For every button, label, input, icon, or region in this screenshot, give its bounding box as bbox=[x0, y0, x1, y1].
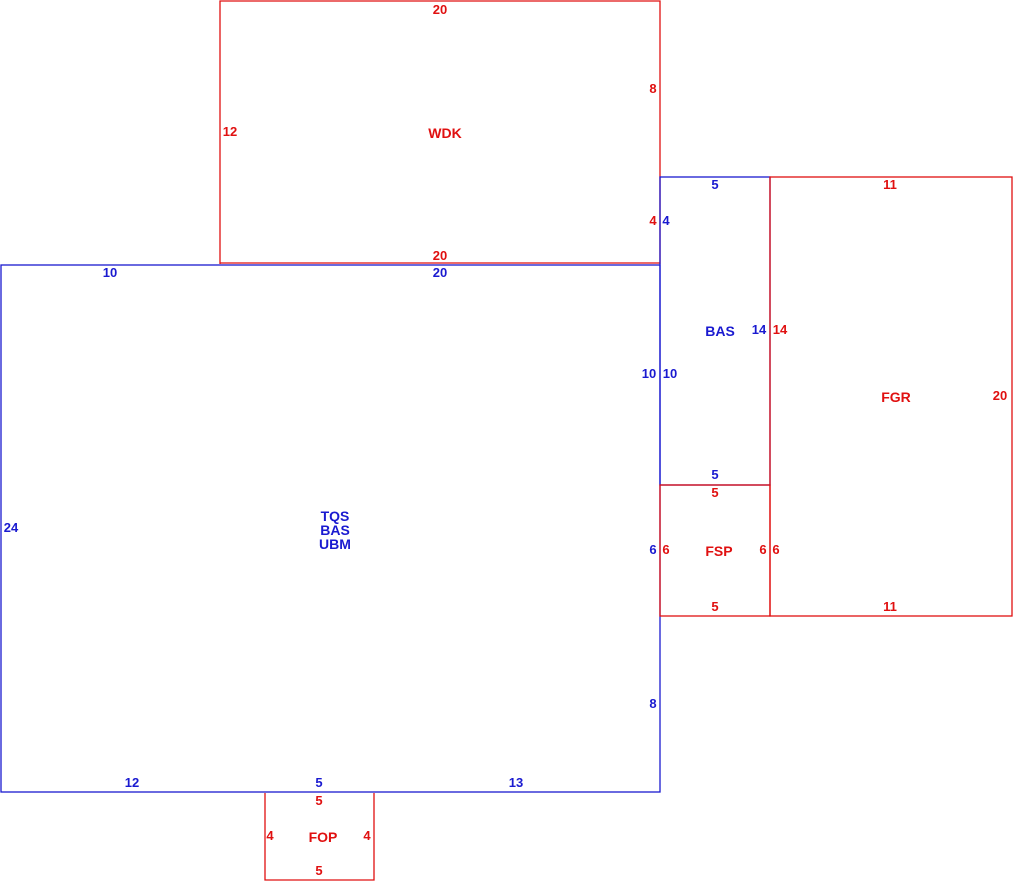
main-section: 10 20 24 10 6 8 12 5 13 TQS BAS UBM bbox=[0, 264, 661, 793]
main-dim-top-left: 10 bbox=[103, 265, 117, 280]
fop-section: 5 4 4 5 FOP bbox=[264, 793, 375, 881]
bas-dim-bottom: 5 bbox=[711, 467, 718, 482]
main-dim-left: 24 bbox=[4, 520, 19, 535]
fgr-dim-left-lower: 6 bbox=[772, 542, 779, 557]
fsp-outline bbox=[659, 484, 771, 617]
main-dim-bottom-left: 12 bbox=[125, 775, 139, 790]
main-dim-bottom-mid: 5 bbox=[315, 775, 322, 790]
wdk-section: 20 12 8 4 20 WDK bbox=[219, 0, 661, 264]
fgr-dim-right: 20 bbox=[993, 388, 1007, 403]
main-code-3: UBM bbox=[319, 536, 351, 552]
wdk-dim-top: 20 bbox=[433, 2, 447, 17]
bas-section: 5 4 10 14 5 BAS bbox=[659, 176, 771, 486]
wdk-dim-left: 12 bbox=[223, 124, 237, 139]
main-dim-right-upper: 10 bbox=[642, 366, 656, 381]
main-dim-top: 20 bbox=[433, 265, 447, 280]
fop-outline bbox=[264, 793, 375, 881]
fgr-dim-top: 11 bbox=[883, 177, 897, 192]
fsp-dim-top: 5 bbox=[711, 485, 718, 500]
fgr-dim-bottom: 11 bbox=[883, 599, 897, 614]
fop-code: FOP bbox=[309, 829, 338, 845]
fop-dim-bottom: 5 bbox=[315, 863, 322, 878]
main-code-2: BAS bbox=[320, 522, 350, 538]
wdk-dim-bottom: 20 bbox=[433, 248, 447, 263]
fop-dim-left: 4 bbox=[266, 828, 274, 843]
main-dim-right-lower: 8 bbox=[649, 696, 656, 711]
fsp-dim-left: 6 bbox=[662, 542, 669, 557]
bas-dim-right: 14 bbox=[752, 322, 767, 337]
fgr-section: 11 14 6 20 11 FGR bbox=[769, 176, 1013, 617]
bas-code: BAS bbox=[705, 323, 735, 339]
fop-dim-right: 4 bbox=[363, 828, 371, 843]
wdk-code: WDK bbox=[428, 125, 461, 141]
fgr-code: FGR bbox=[881, 389, 911, 405]
bas-dim-left-lower: 10 bbox=[663, 366, 677, 381]
fsp-dim-bottom: 5 bbox=[711, 599, 718, 614]
fgr-dim-left-upper: 14 bbox=[773, 322, 788, 337]
fop-dim-top: 5 bbox=[315, 793, 322, 808]
main-code-1: TQS bbox=[321, 508, 350, 524]
fsp-section: 5 6 6 5 FSP bbox=[659, 484, 771, 617]
fsp-dim-right: 6 bbox=[759, 542, 766, 557]
bas-dim-top: 5 bbox=[711, 177, 718, 192]
wdk-dim-right-lower: 4 bbox=[649, 213, 657, 228]
fgr-outline bbox=[769, 176, 1013, 617]
main-dim-right-mid: 6 bbox=[649, 542, 656, 557]
wdk-outline bbox=[219, 0, 661, 264]
fsp-code: FSP bbox=[705, 543, 732, 559]
wdk-dim-right-upper: 8 bbox=[649, 81, 656, 96]
bas-dim-left-upper: 4 bbox=[662, 213, 670, 228]
main-dim-bottom-right: 13 bbox=[509, 775, 523, 790]
